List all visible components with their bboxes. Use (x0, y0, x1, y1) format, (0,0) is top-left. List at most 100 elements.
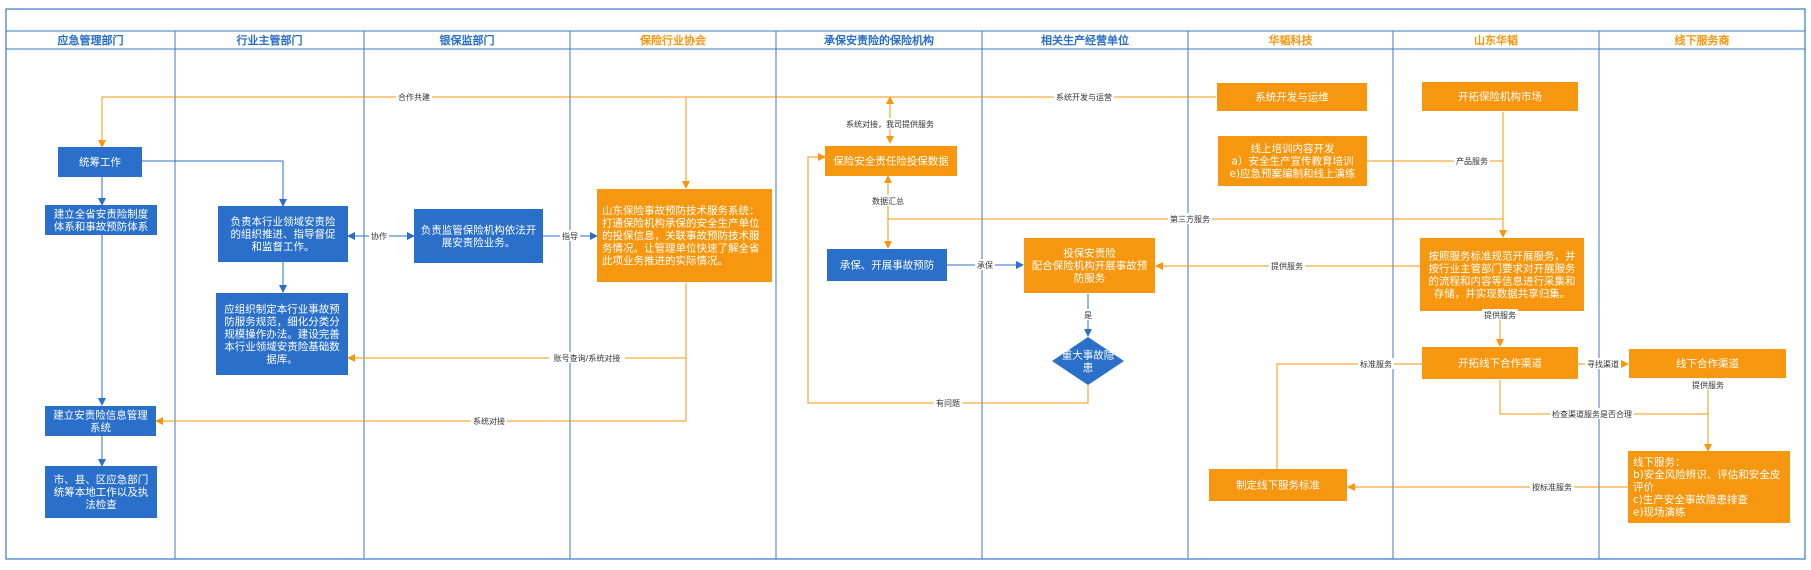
node-text-line: 此项业务推进的实际情况。 (602, 254, 728, 267)
lane-title-l4: 保险行业协会 (639, 33, 707, 47)
node-shape (45, 205, 157, 235)
node-shape (414, 209, 543, 263)
node-shape (1422, 82, 1578, 111)
edge-label-bg (870, 195, 906, 206)
node-text-line: 建立安责险信息管理 (53, 408, 148, 421)
edge-label-e_xitong_duijie_top: 系统对接，我司提供服务 (846, 119, 934, 129)
node-text-line: 投保安责险 (1063, 247, 1116, 260)
lane-title-l7: 华韬科技 (1269, 33, 1314, 47)
node-shape (1217, 83, 1367, 111)
edge-label-e_tigong3: 提供服务 (1692, 380, 1724, 390)
edge-label-bg (471, 415, 507, 426)
edge-label-bg (1690, 379, 1726, 390)
node-text-line: 开拓保险机构市场 (1458, 90, 1542, 103)
node-text-line: 患 (1083, 362, 1094, 374)
edge-jiancha (1499, 380, 1708, 415)
node-text-line: 的流程和内容等信息进行采集和 (1429, 274, 1576, 287)
edge-label-bg (1482, 309, 1518, 320)
node-n_kaituo_shichang: 开拓保险机构市场 (1422, 82, 1578, 111)
edge-label-bg (1550, 408, 1634, 419)
node-text-line: 的投保信息，关联事故预防技术服 (602, 229, 760, 242)
edge-label-bg (549, 352, 625, 363)
node-shape (1420, 238, 1584, 311)
node-text-line: 展安责险业务。 (442, 236, 516, 249)
node-text-line: 线下合作渠道 (1676, 357, 1739, 370)
edge-label-e_hezuo: 合作共建 (398, 92, 430, 102)
edge-label-bg (1269, 260, 1305, 271)
node-shape (216, 293, 348, 375)
edge-label-e_tigong2: 提供服务 (1484, 310, 1516, 320)
node-shape (45, 466, 157, 518)
node-text-line: 本行业领域安责险基础数 (224, 340, 340, 353)
node-text-line: 承保、开展事故预防 (840, 259, 935, 272)
node-text-line: 负责监管保险机构依法开 (421, 223, 537, 236)
node-text-line: 线下服务： (1633, 456, 1686, 469)
node-text-line: 线上培训内容开发 (1251, 142, 1335, 155)
node-text-line: 按照服务标准规范开展服务，并 (1429, 249, 1576, 262)
lane-title-l9: 线下服务商 (1675, 33, 1730, 47)
node-text-line: 负责本行业领域安责险 (231, 215, 336, 228)
node-text-line: e)现场演练 (1633, 506, 1686, 519)
lane-title-l8: 山东华韬 (1474, 33, 1518, 47)
node-n_toubao_data: 保险安全责任险投保数据 (825, 146, 957, 176)
node-text-line: 配合保险机构开展事故预 (1032, 259, 1148, 272)
node-text-line: 系统 (90, 421, 111, 434)
edge-label-e_xitong_kaifa: 系统开发与运营 (1056, 92, 1112, 102)
edge-biaozhun (1276, 363, 1422, 469)
edge-youwenti (807, 153, 1089, 404)
edge-label-bg (369, 230, 389, 241)
node-text-line: 和监督工作。 (252, 240, 315, 253)
edge-label-e_xunzhao: 寻找渠道 (1587, 359, 1619, 369)
lane-title-l5: 承保安责险的保险机构 (824, 33, 934, 47)
node-text-line: 存储，并实现数据共享归集。 (1434, 287, 1571, 300)
edge-label-e_biaozhun: 标准服务 (1360, 359, 1392, 369)
edge-xitong-bottom (155, 358, 687, 425)
node-text-line: 按行业主管部门要求对开展服务 (1429, 262, 1576, 275)
edge-label-bg (1454, 155, 1490, 166)
edge-label-e_xiezuo: 协作 (371, 231, 387, 241)
lane-titles: 应急管理部门行业主管部门银保监部门保险行业协会承保安责险的保险机构相关生产经营单… (58, 33, 1730, 47)
edge-label-bg (1585, 358, 1621, 369)
node-shape (1209, 469, 1347, 501)
node-shape (45, 406, 156, 436)
node-text-line: 统筹本地工作以及执 (54, 486, 149, 499)
node-shape (218, 206, 348, 262)
edge-label-bg (844, 118, 936, 129)
edge-label-e_zhidao: 指导 (562, 231, 578, 241)
edge-label-bg (1082, 309, 1094, 320)
node-text-line: 建立全省安责险制度 (54, 207, 149, 220)
node-n_hangye_guifan: 应组织制定本行业事故预防服务规范，细化分类分规模操作办法。建设完善本行业领域安责… (216, 293, 348, 375)
edge-label-bg (1358, 358, 1394, 369)
node-shape (825, 146, 957, 176)
node-n_zhiding_biaozhun: 制定线下服务标准 (1209, 469, 1347, 501)
node-text-line: 保险安全责任险投保数据 (833, 155, 949, 168)
edge-label-e_anbiaozhun: 按标准服务 (1532, 482, 1572, 492)
edge-label-e_jiancha: 检查渠道服务是否合理 (1552, 409, 1632, 419)
node-text-line: 体系和事故预防体系 (54, 220, 149, 233)
edge-label-e_youwenti: 有问题 (936, 398, 960, 408)
edge-label-bg (560, 230, 580, 241)
node-shape (1218, 136, 1367, 186)
edge-zhanghao (347, 283, 687, 362)
node-n_xiehui: 山东保险事故预防技术服务系统：打通保险机构承保的安全生产单位的投保信息，关联事故… (597, 189, 772, 282)
node-text-line: 系统开发与运维 (1255, 91, 1329, 104)
node-text-line: 开拓线下合作渠道 (1458, 357, 1542, 370)
node-n_kaituo_qudao: 开拓线下合作渠道 (1422, 347, 1578, 379)
node-shape (597, 189, 772, 282)
node-shape (1052, 337, 1124, 385)
node-n_anzhao_fuwu: 按照服务标准规范开展服务，并按行业主管部门要求对开展服务的流程和内容等信息进行采… (1420, 238, 1584, 311)
node-text-line: 打通保险机构承保的安全生产单位 (602, 217, 760, 230)
edge-label-bg (1530, 481, 1574, 492)
node-shape (827, 249, 947, 281)
edge-label-e_shi: 是 (1084, 311, 1092, 320)
lane-title-l2: 行业主管部门 (236, 33, 303, 47)
edge-label-bg (1168, 213, 1212, 224)
